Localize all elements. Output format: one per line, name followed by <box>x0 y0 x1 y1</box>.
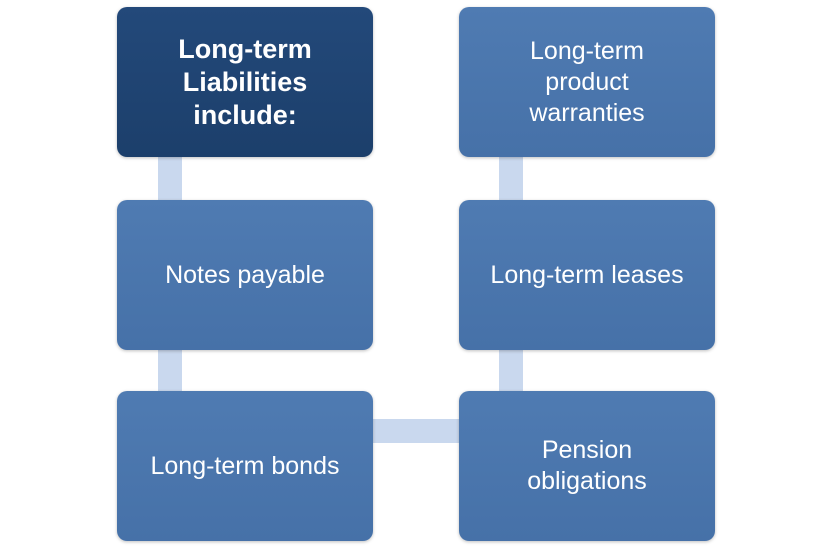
connector-bonds-to-pension <box>373 419 461 443</box>
connector-leases-to-warranties <box>499 157 523 202</box>
long-term-leases-box: Long-term leases <box>459 200 715 350</box>
header-box: Long-term Liabilities include: <box>117 7 373 157</box>
connector-pension-to-leases <box>499 350 523 393</box>
header-label: Long-term Liabilities include: <box>178 33 312 130</box>
product-warranties-box: Long-term product warranties <box>459 7 715 157</box>
pension-obligations-box: Pension obligations <box>459 391 715 541</box>
long-term-leases-label: Long-term leases <box>490 260 684 289</box>
pension-obligations-label: Pension obligations <box>527 436 647 495</box>
notes-payable-box: Notes payable <box>117 200 373 350</box>
connector-header-to-notes <box>158 157 182 202</box>
notes-payable-label: Notes payable <box>165 260 325 289</box>
long-term-bonds-label: Long-term bonds <box>150 451 340 480</box>
product-warranties-label: Long-term product warranties <box>529 36 645 127</box>
connector-notes-to-bonds <box>158 350 182 393</box>
long-term-bonds-box: Long-term bonds <box>117 391 373 541</box>
